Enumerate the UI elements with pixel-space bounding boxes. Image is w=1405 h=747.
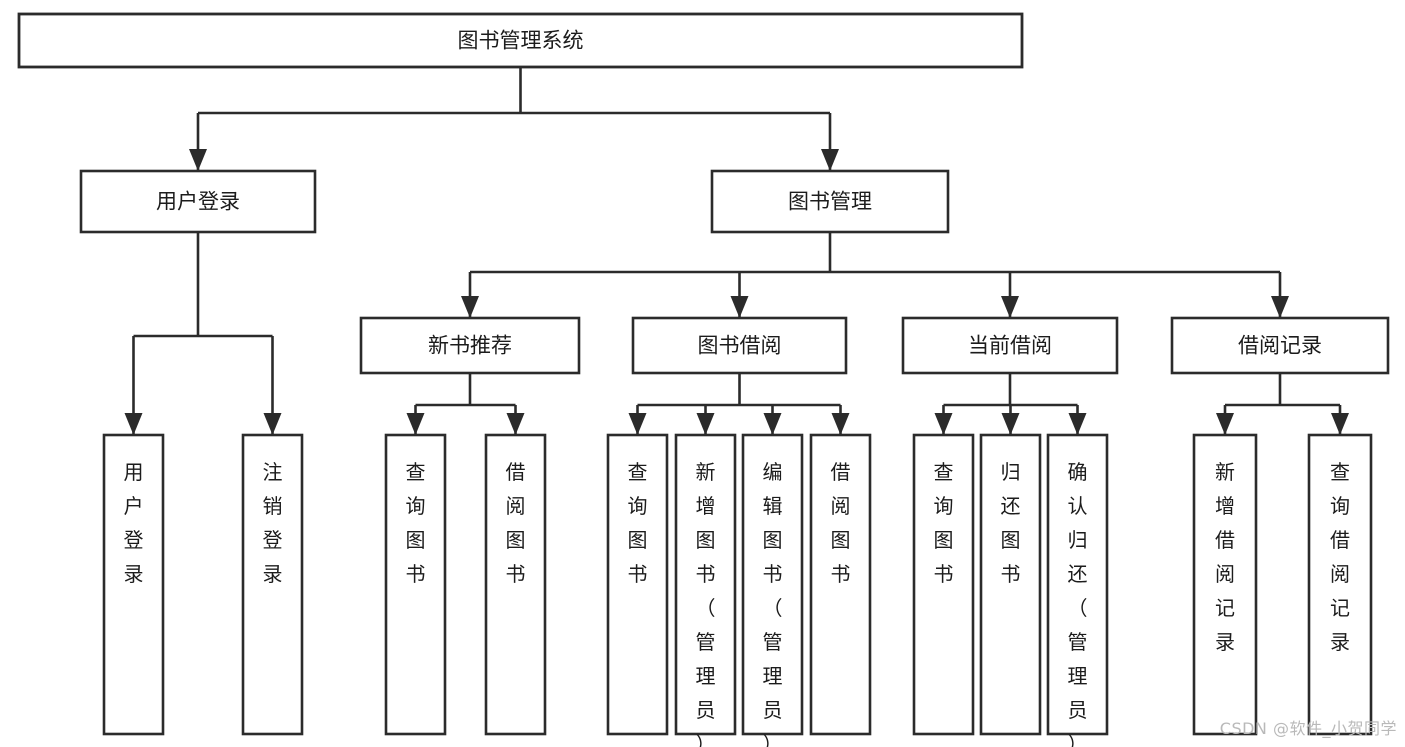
node-box-leaf-borrow-book-1[interactable] — [484, 433, 547, 736]
arrow-icon-book-borrow — [730, 296, 749, 318]
node-box-leaf-confirm-return[interactable] — [1046, 433, 1109, 736]
node-label-leaf-borrow-book-1: 借阅图书 — [506, 460, 526, 586]
node-leaf-borrow-book-2[interactable]: 借阅图书 — [809, 433, 872, 736]
node-box-leaf-add-record[interactable] — [1192, 433, 1258, 736]
node-leaf-add-record[interactable]: 新增借阅记录 — [1192, 433, 1258, 736]
arrow-icon-user-login — [189, 149, 207, 171]
arrow-icon-leaf-query-book-2 — [628, 413, 647, 435]
node-leaf-user-logout[interactable]: 注销登录 — [241, 433, 304, 736]
node-leaf-user-login[interactable]: 用户登录 — [102, 433, 165, 736]
node-leaf-query-book-2[interactable]: 查询图书 — [606, 433, 669, 736]
node-label-leaf-add-book: 新增图书（管理员） — [696, 460, 716, 747]
node-box-new-book-recommend[interactable] — [359, 316, 581, 375]
node-current-borrow[interactable]: 当前借阅 — [901, 316, 1119, 375]
node-label-book-borrow: 图书借阅 — [698, 334, 782, 358]
node-box-current-borrow[interactable] — [901, 316, 1119, 375]
node-box-leaf-return-book[interactable] — [979, 433, 1042, 736]
arrow-icon-leaf-borrow-book-2 — [831, 413, 850, 435]
node-leaf-borrow-book-1[interactable]: 借阅图书 — [484, 433, 547, 736]
node-label-leaf-query-book-2: 查询图书 — [628, 460, 648, 586]
node-label-borrow-record: 借阅记录 — [1238, 334, 1322, 358]
arrow-icon-book-manage — [821, 149, 839, 171]
node-box-leaf-user-login[interactable] — [102, 433, 165, 736]
arrow-icon-leaf-return-book — [1001, 413, 1020, 435]
node-box-leaf-query-record[interactable] — [1307, 433, 1373, 736]
node-leaf-add-book[interactable]: 新增图书（管理员） — [674, 433, 737, 747]
node-label-leaf-query-book-1: 查询图书 — [406, 460, 426, 586]
arrow-icon-leaf-query-record — [1331, 413, 1349, 435]
arrow-icon-leaf-add-record — [1216, 413, 1234, 435]
node-box-user-login[interactable] — [79, 169, 317, 234]
node-leaf-return-book[interactable]: 归还图书 — [979, 433, 1042, 736]
node-user-login[interactable]: 用户登录 — [79, 169, 317, 234]
node-box-leaf-user-logout[interactable] — [241, 433, 304, 736]
node-label-leaf-query-book-3: 查询图书 — [934, 460, 954, 586]
node-borrow-record[interactable]: 借阅记录 — [1170, 316, 1390, 375]
node-box-leaf-borrow-book-2[interactable] — [809, 433, 872, 736]
arrow-icon-borrow-record — [1271, 296, 1289, 318]
connector-layer — [124, 67, 1349, 435]
node-box-leaf-add-book[interactable] — [674, 433, 737, 736]
node-label-user-login: 用户登录 — [156, 190, 240, 214]
arrow-icon-leaf-user-login — [124, 413, 143, 435]
node-label-leaf-borrow-book-2: 借阅图书 — [831, 460, 851, 586]
node-label-current-borrow: 当前借阅 — [968, 334, 1052, 358]
arrow-icon-leaf-edit-book — [763, 413, 782, 435]
arrow-icon-current-borrow — [1001, 296, 1019, 318]
node-label-new-book-recommend: 新书推荐 — [428, 334, 512, 358]
node-box-leaf-query-book-1[interactable] — [384, 433, 447, 736]
node-root[interactable]: 图书管理系统 — [17, 12, 1024, 69]
node-leaf-query-record[interactable]: 查询借阅记录 — [1307, 433, 1373, 736]
node-label-leaf-edit-book: 编辑图书（管理员） — [763, 460, 783, 747]
node-leaf-edit-book[interactable]: 编辑图书（管理员） — [741, 433, 804, 747]
node-box-root[interactable] — [17, 12, 1024, 69]
node-new-book-recommend[interactable]: 新书推荐 — [359, 316, 581, 375]
arrow-icon-leaf-borrow-book-1 — [506, 413, 525, 435]
node-label-leaf-return-book: 归还图书 — [1001, 460, 1021, 586]
node-label-leaf-add-record: 新增借阅记录 — [1215, 460, 1235, 654]
node-label-leaf-query-record: 查询借阅记录 — [1330, 460, 1350, 654]
node-label-leaf-confirm-return: 确认归还（管理员） — [1068, 460, 1088, 747]
node-box-leaf-query-book-2[interactable] — [606, 433, 669, 736]
arrow-icon-leaf-add-book — [696, 413, 715, 435]
node-label-leaf-user-login: 用户登录 — [124, 460, 144, 586]
node-box-borrow-record[interactable] — [1170, 316, 1390, 375]
node-layer: 图书管理系统用户登录用户登录注销登录图书管理新书推荐查询图书借阅图书图书借阅查询… — [17, 12, 1390, 747]
node-box-leaf-edit-book[interactable] — [741, 433, 804, 736]
node-box-leaf-query-book-3[interactable] — [912, 433, 975, 736]
node-box-book-manage[interactable] — [710, 169, 950, 234]
node-leaf-confirm-return[interactable]: 确认归还（管理员） — [1046, 433, 1109, 747]
node-book-manage[interactable]: 图书管理 — [710, 169, 950, 234]
node-label-book-manage: 图书管理 — [788, 190, 872, 214]
arrow-icon-leaf-confirm-return — [1068, 413, 1087, 435]
arrow-icon-leaf-user-logout — [263, 413, 282, 435]
node-label-root: 图书管理系统 — [458, 29, 584, 53]
node-leaf-query-book-3[interactable]: 查询图书 — [912, 433, 975, 736]
node-book-borrow[interactable]: 图书借阅 — [631, 316, 848, 375]
node-label-leaf-user-logout: 注销登录 — [263, 460, 283, 586]
arrow-icon-leaf-query-book-3 — [934, 413, 953, 435]
watermark-text: CSDN @软件_小贺同学 — [1219, 719, 1397, 738]
arrow-icon-new-book-recommend — [461, 296, 479, 318]
arrow-icon-leaf-query-book-1 — [406, 413, 425, 435]
node-box-book-borrow[interactable] — [631, 316, 848, 375]
node-leaf-query-book-1[interactable]: 查询图书 — [384, 433, 447, 736]
